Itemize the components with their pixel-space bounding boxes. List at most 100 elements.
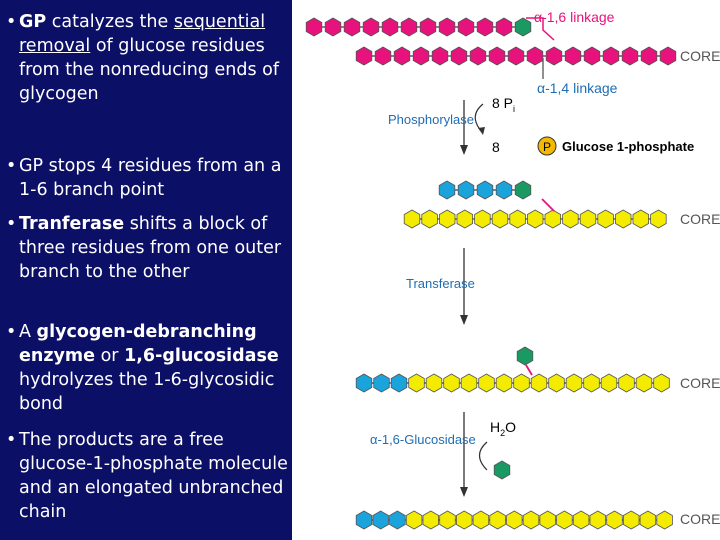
h2o-curve-arrow <box>478 441 488 471</box>
glycogen-degradation-diagram: α-1,6 linkage α-1,4 linkage CORE CORE CO… <box>305 9 720 530</box>
glucose-residue <box>443 373 460 393</box>
glucose-residue <box>450 46 468 66</box>
glucose-residue <box>421 209 438 229</box>
bullet-glyph: • <box>6 156 17 176</box>
bullet-item: •A glycogen-debranching enzyme or 1,6-gl… <box>6 320 290 416</box>
alpha14-linkage-label: α-1,4 linkage <box>537 80 618 96</box>
bullet-item: •Tranferase shifts a block of three resi… <box>6 212 290 284</box>
bullet-text: Tranferase shifts a block of three resid… <box>19 212 290 284</box>
alpha16-pointer-line <box>526 17 555 41</box>
glucose-residue <box>419 17 437 37</box>
bullet-item: •GP stops 4 residues from an a 1-6 branc… <box>6 154 290 202</box>
glucose-residue <box>488 46 506 66</box>
glucose-residue <box>639 510 657 530</box>
glucose-residue <box>457 180 475 200</box>
bullet-glyph: • <box>6 214 17 234</box>
branch-bond-stage3 <box>525 364 533 376</box>
glucose-residue <box>305 17 323 37</box>
glucose-residue <box>621 46 639 66</box>
glucose-residue <box>583 373 600 393</box>
glucosidase-arrowhead <box>460 487 468 497</box>
bullet-text-part: The products are a free glucose-1-phosph… <box>19 430 288 522</box>
glucose-residue <box>516 346 534 366</box>
pi-curve-arrowhead <box>478 127 485 135</box>
glucose-residue <box>522 510 540 530</box>
glucosidase-label: α-1,6-Glucosidase <box>370 432 476 447</box>
glucose-residue <box>506 510 523 530</box>
core-label: CORE <box>680 48 720 64</box>
glucose-residue <box>489 510 506 530</box>
glucose-residue <box>431 46 449 66</box>
glucose-residue <box>572 510 590 530</box>
glucose-residue <box>403 209 421 229</box>
glucose-residue <box>373 373 390 393</box>
bullet-text: GP stops 4 residues from an a 1-6 branch… <box>19 154 290 202</box>
glucose-residue <box>425 373 443 393</box>
bullet-text-part: or <box>95 346 125 366</box>
bullet-text-part: hydrolyzes the 1-6-glycosidic bond <box>19 370 275 414</box>
glucose-residue <box>583 46 601 66</box>
glucose-residue <box>438 17 456 37</box>
glucose-residue <box>513 373 530 393</box>
core-label: CORE <box>680 211 720 227</box>
glucose-residue <box>438 209 456 229</box>
glucose-residue <box>656 510 673 530</box>
glucose-residue <box>602 46 620 66</box>
glucose-residue <box>491 209 509 229</box>
glucose-residue <box>478 373 495 393</box>
branch-bond-stage2 <box>541 198 555 212</box>
glucose-residue <box>390 373 408 393</box>
bullet-text-part: GP <box>19 12 47 32</box>
glucose-residue <box>472 510 490 530</box>
phosphate-circle <box>537 136 557 156</box>
phosphorylase-label: Phosphorylase <box>388 112 474 127</box>
glucose-residue <box>564 46 582 66</box>
bullet-text: The products are a free glucose-1-phosph… <box>19 428 290 524</box>
glucose-residue <box>545 46 563 66</box>
glucose-residue <box>548 373 565 393</box>
glucose-residue <box>507 46 525 66</box>
glucose-residue <box>565 373 583 393</box>
glucose-residue <box>562 209 579 229</box>
bullet-glyph: • <box>6 12 17 32</box>
glucose-residue <box>456 209 474 229</box>
glucose-residue <box>374 46 392 66</box>
glucose-residue <box>659 46 677 66</box>
bullet-glyph: • <box>6 430 17 450</box>
bullet-text-part: A <box>19 322 37 342</box>
glucose-residue <box>495 373 513 393</box>
pi-label: 8 Pi <box>492 95 515 114</box>
glucose-residue <box>476 17 494 37</box>
phosphorylase-arrowhead <box>460 145 468 155</box>
bullet-glyph: • <box>6 322 17 342</box>
glucose-residue <box>393 46 411 66</box>
glucose-residue <box>457 17 475 37</box>
phosphate-label: P <box>543 140 551 154</box>
glucose-residue <box>635 373 653 393</box>
glucose-residue <box>539 510 556 530</box>
bullet-text-part: catalyzes the <box>46 12 174 32</box>
glucose-residue <box>556 510 573 530</box>
transferase-arrowhead <box>460 315 468 325</box>
glucose-residue <box>544 209 562 229</box>
glucose-residue <box>400 17 418 37</box>
glucose-residue <box>476 180 494 200</box>
glucose-residue <box>438 180 456 200</box>
core-label: CORE <box>680 511 720 527</box>
glucose-1-phosphate-label: Glucose 1-phosphate <box>562 139 694 154</box>
glucose-residue <box>614 209 632 229</box>
glucose-residue <box>372 510 389 530</box>
glucose-residue <box>526 209 544 229</box>
glucose-residue <box>579 209 597 229</box>
bullet-text-part: sequential <box>173 12 266 32</box>
bullet-text: GP catalyzes the sequential removal of g… <box>19 10 290 106</box>
glucose-residue <box>493 460 511 480</box>
glucose-residue <box>355 373 373 393</box>
glucose-residue <box>455 510 473 530</box>
glucose-residue <box>589 510 607 530</box>
glucose-residue <box>355 510 373 530</box>
text-panel: •GP catalyzes the sequential removal of … <box>0 0 292 540</box>
glucose-residue <box>362 17 380 37</box>
glucose-residue <box>526 46 544 66</box>
count-label: 8 <box>492 139 500 155</box>
